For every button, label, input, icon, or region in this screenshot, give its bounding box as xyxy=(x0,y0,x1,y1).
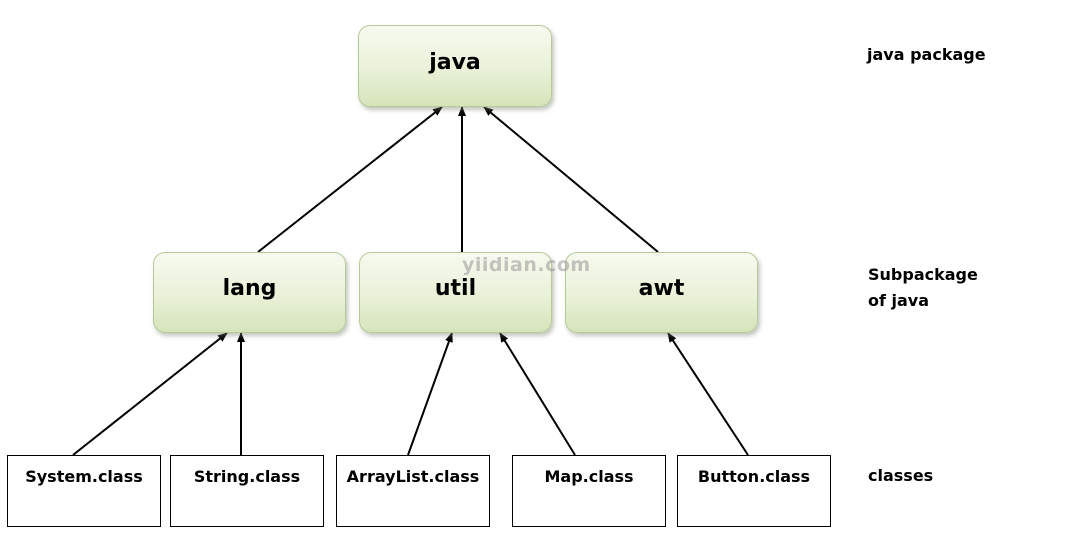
arrow-button-to-awt xyxy=(667,332,749,456)
package-node-lang: lang xyxy=(153,252,346,333)
class-label-arraylist: ArrayList.class xyxy=(346,467,480,486)
package-label-util: util xyxy=(434,276,477,301)
level-label-subpackage-line2: of java xyxy=(868,291,930,310)
arrow-awt-to-java xyxy=(483,106,659,253)
arrow-arraylist-to-util xyxy=(407,332,453,456)
class-node-arraylist: ArrayList.class xyxy=(336,455,490,527)
class-node-button: Button.class xyxy=(677,455,831,527)
package-label-awt: awt xyxy=(638,276,685,301)
arrow-lang-to-java xyxy=(257,106,443,253)
package-node-util: util xyxy=(359,252,552,333)
class-label-map: Map.class xyxy=(544,467,634,486)
package-node-java: java xyxy=(358,25,552,107)
level-label-subpackage: Subpackage of java xyxy=(868,262,978,314)
level-label-java-package: java package xyxy=(867,45,986,64)
package-label-java: java xyxy=(429,49,481,75)
level-label-classes: classes xyxy=(868,466,934,485)
class-label-system: System.class xyxy=(25,467,143,486)
arrow-map-to-util xyxy=(499,332,576,456)
watermark: yiidian.com xyxy=(462,254,591,276)
package-label-lang: lang xyxy=(222,276,277,301)
class-node-map: Map.class xyxy=(512,455,666,527)
arrow-system-to-lang xyxy=(72,332,228,456)
class-node-system: System.class xyxy=(7,455,161,527)
package-node-awt: awt xyxy=(565,252,758,333)
level-label-subpackage-line1: Subpackage xyxy=(868,265,978,284)
class-label-button: Button.class xyxy=(697,467,811,486)
class-node-string: String.class xyxy=(170,455,324,527)
class-label-string: String.class xyxy=(193,467,301,486)
